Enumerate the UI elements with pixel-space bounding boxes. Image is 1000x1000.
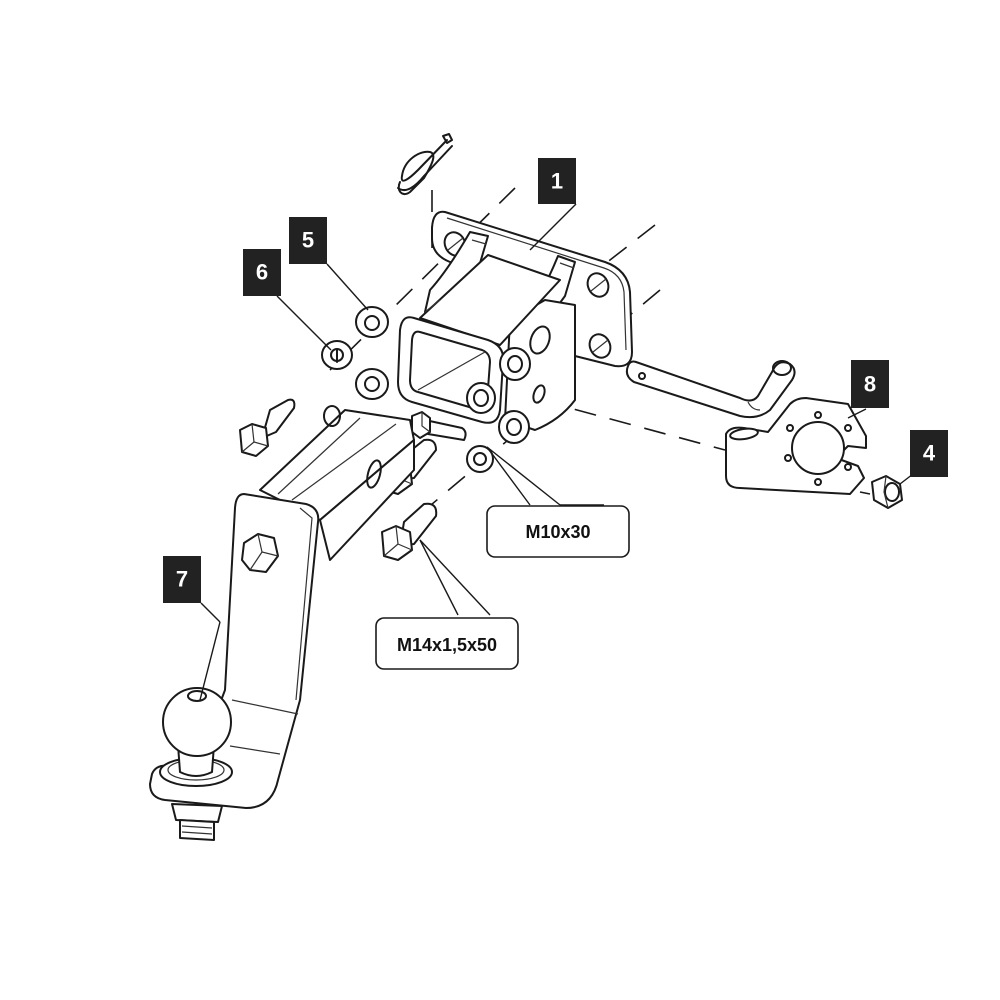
bolt-m14-upper-left xyxy=(239,398,296,457)
spec-callout-m10x30: M10x30 xyxy=(486,505,630,558)
spring-washer-lower xyxy=(466,445,494,473)
part-badge-label: 6 xyxy=(256,260,268,285)
spec-label: M14x1,5x50 xyxy=(397,635,497,655)
part-badge-8: 8 xyxy=(851,360,889,408)
bolt-m10-small xyxy=(411,411,467,441)
spec-label: M10x30 xyxy=(525,522,590,542)
hitch-pin-clip xyxy=(397,133,453,196)
receiver-housing xyxy=(397,210,633,431)
bolt-m14-lower xyxy=(381,502,438,561)
part-badge-label: 4 xyxy=(923,441,936,466)
locking-pin xyxy=(625,360,796,419)
part-badge-label: 1 xyxy=(551,169,563,194)
spec-callout-m14x1-5x50: M14x1,5x50 xyxy=(375,617,519,670)
part-badge-label: 5 xyxy=(302,228,314,253)
part-badge-label: 7 xyxy=(176,567,188,592)
ball-mount-drawbar xyxy=(149,405,415,841)
part-badge-4: 4 xyxy=(910,430,948,477)
socket-bracket xyxy=(725,397,867,495)
flat-washer-lower xyxy=(355,368,389,400)
leader-lines xyxy=(199,203,914,701)
part-badge-6: 6 xyxy=(243,249,281,296)
flat-washer-5 xyxy=(355,306,389,338)
receiver-washers xyxy=(466,347,531,444)
lock-nut xyxy=(871,475,903,509)
part-badge-5: 5 xyxy=(289,217,327,264)
part-badge-1: 1 xyxy=(538,158,576,204)
part-badge-label: 8 xyxy=(864,372,876,397)
part-badge-7: 7 xyxy=(163,556,201,603)
